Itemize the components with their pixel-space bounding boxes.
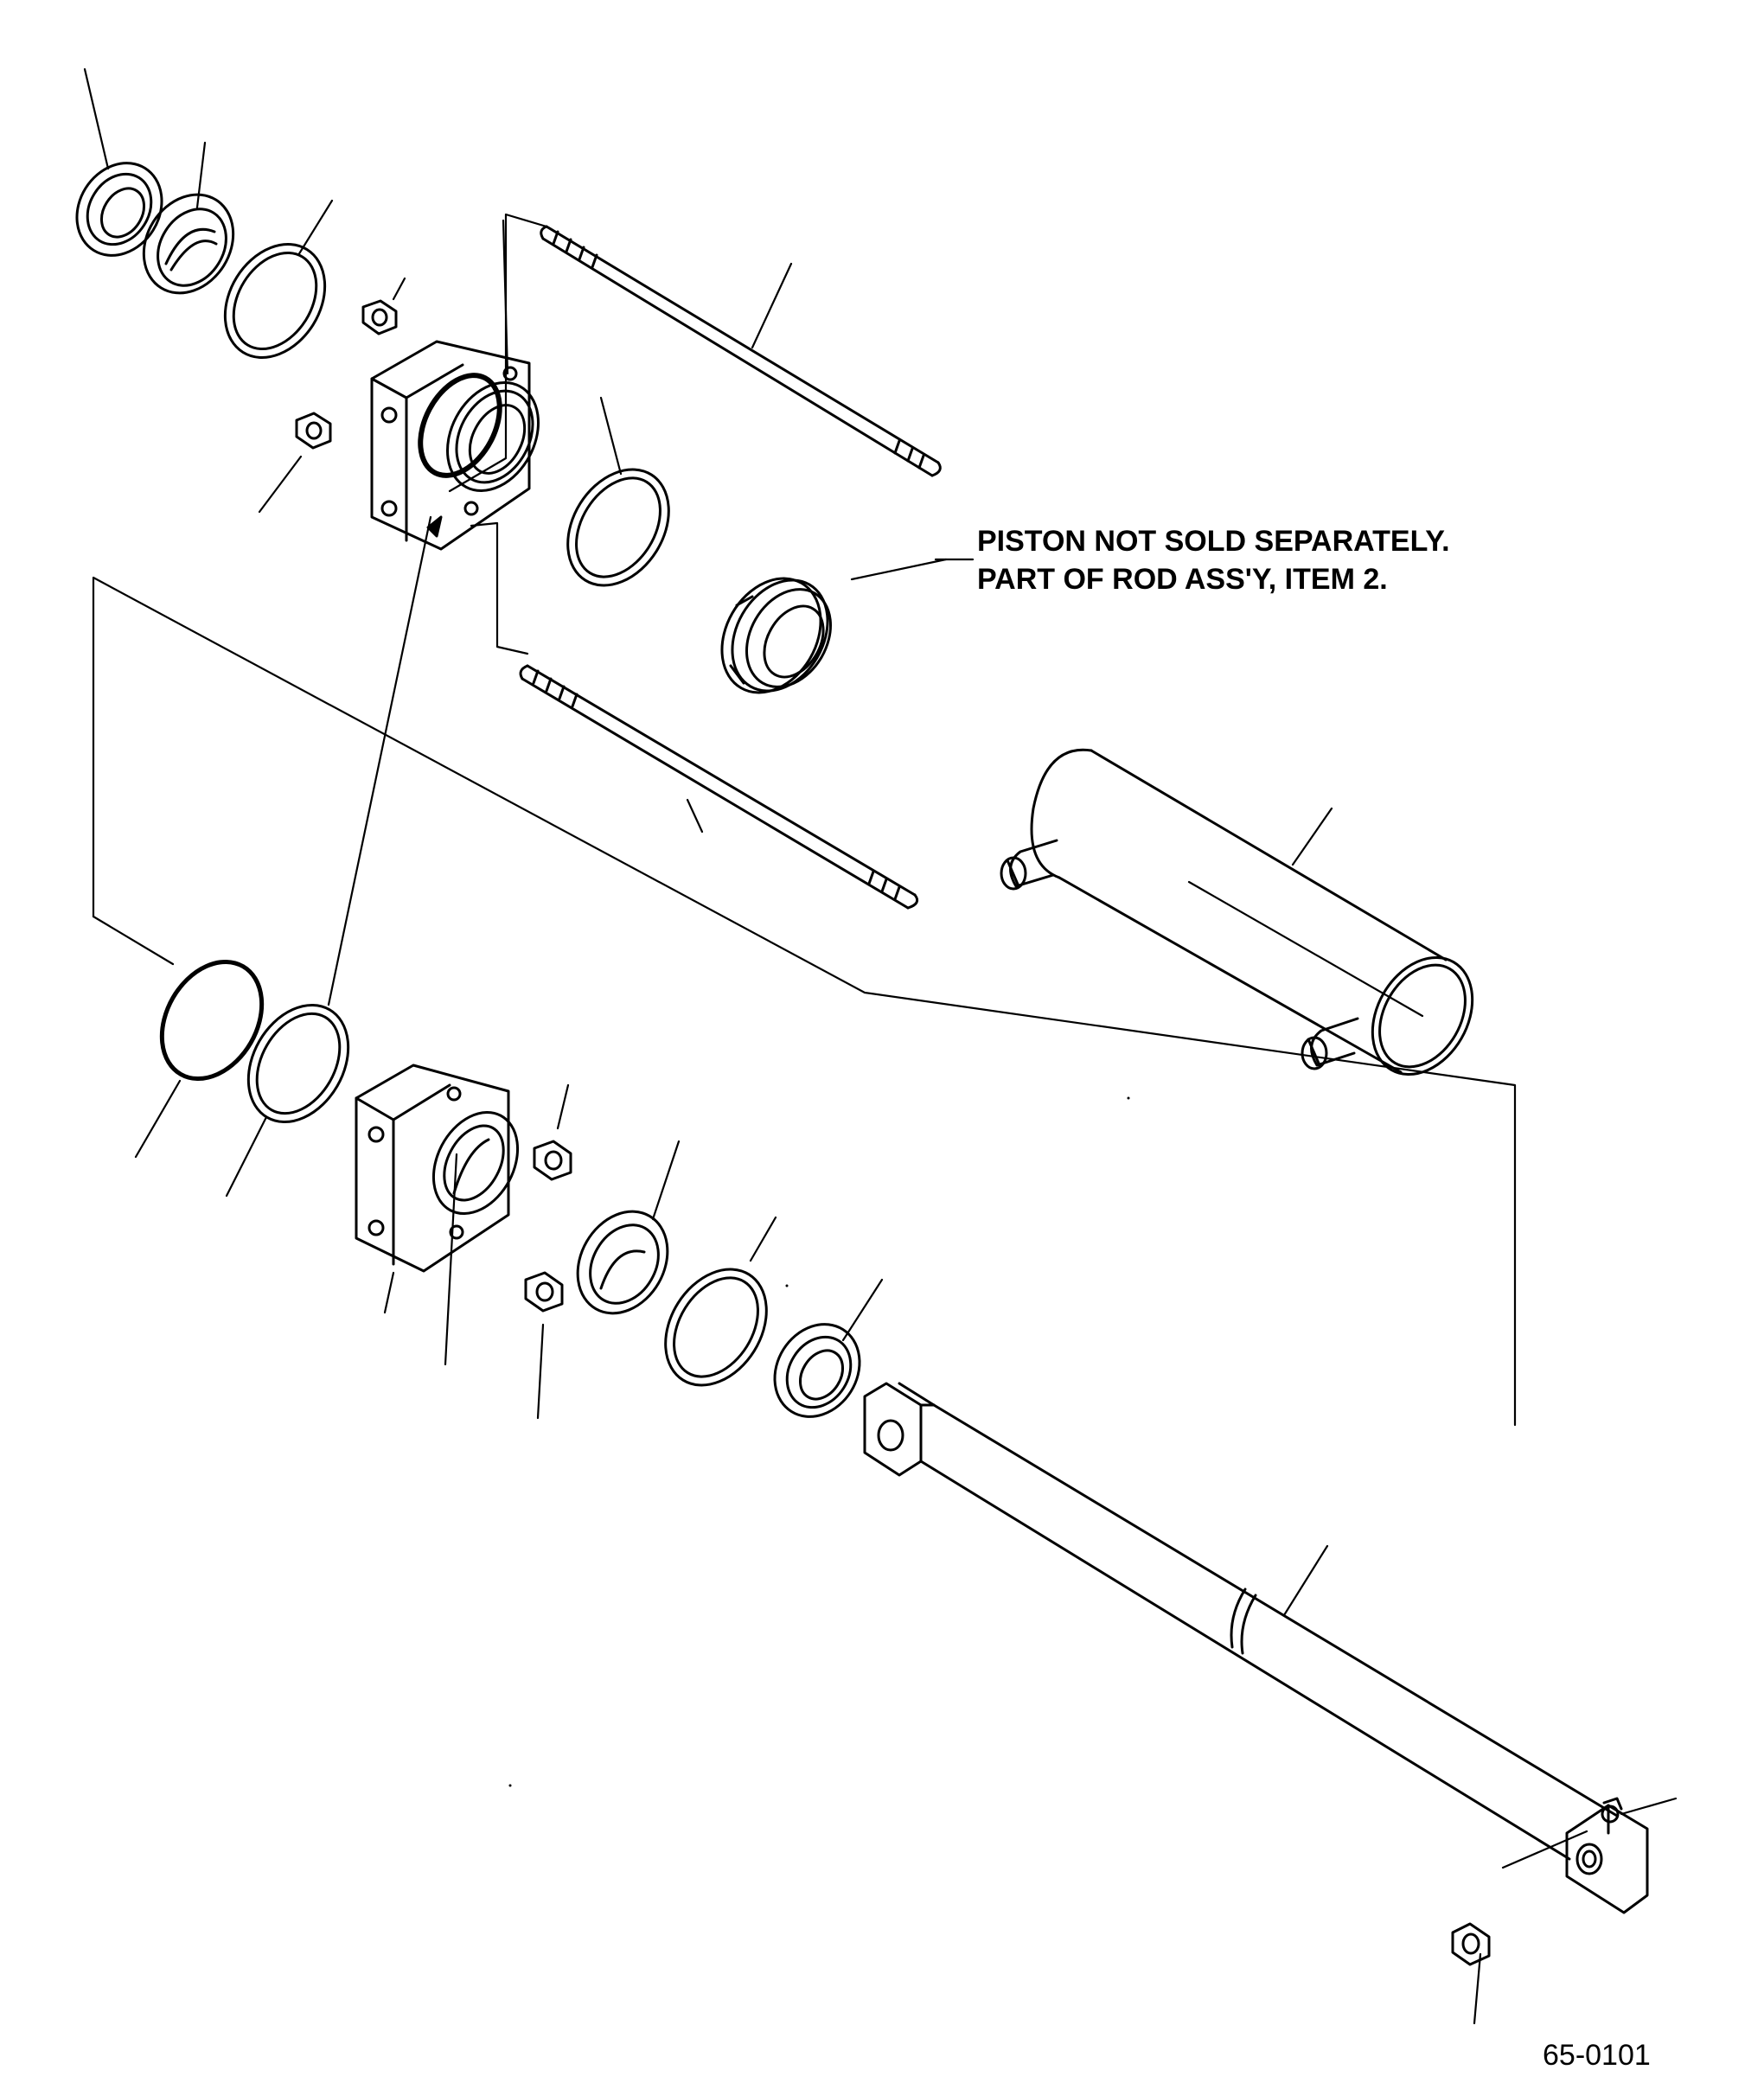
rod-wiper-seal-bottom	[773, 1323, 861, 1418]
figure-reference-number: 65-0101	[1543, 2039, 1651, 2072]
nut-bottom-lower	[524, 1271, 564, 1313]
piston-note-line-1: PISTON NOT SOLD SEPARATELY.	[977, 525, 1450, 558]
cylinder-head-rod-end	[370, 340, 540, 551]
tie-rod-lower	[519, 664, 919, 910]
piston-rod-assembly	[863, 1382, 1649, 1914]
assembly-guide-lines	[92, 213, 1588, 1869]
o-ring-middle	[566, 468, 670, 587]
o-ring-bottom-large	[664, 1268, 768, 1387]
nut-bottom-upper	[533, 1140, 572, 1181]
o-ring-bottom-flat	[246, 1003, 350, 1124]
rod-wiper-seal-top	[75, 162, 163, 257]
nut-rod-end	[1451, 1922, 1491, 1966]
piston-note-line-2: PART OF ROD ASS'Y, ITEM 2.	[977, 563, 1388, 596]
rod-bushing-top	[142, 193, 235, 295]
nut-top-upper	[361, 299, 398, 335]
rod-bushing-bottom	[576, 1210, 669, 1315]
cylinder-head-cap-end	[355, 1064, 520, 1273]
piston	[720, 577, 832, 694]
cylinder-barrel	[1000, 748, 1474, 1076]
tie-rod-upper	[540, 225, 942, 477]
nut-top-lower	[295, 412, 332, 450]
o-ring-thin-bottom	[159, 959, 265, 1082]
leader-lines	[83, 67, 1678, 2025]
o-ring-top-large	[223, 243, 327, 359]
